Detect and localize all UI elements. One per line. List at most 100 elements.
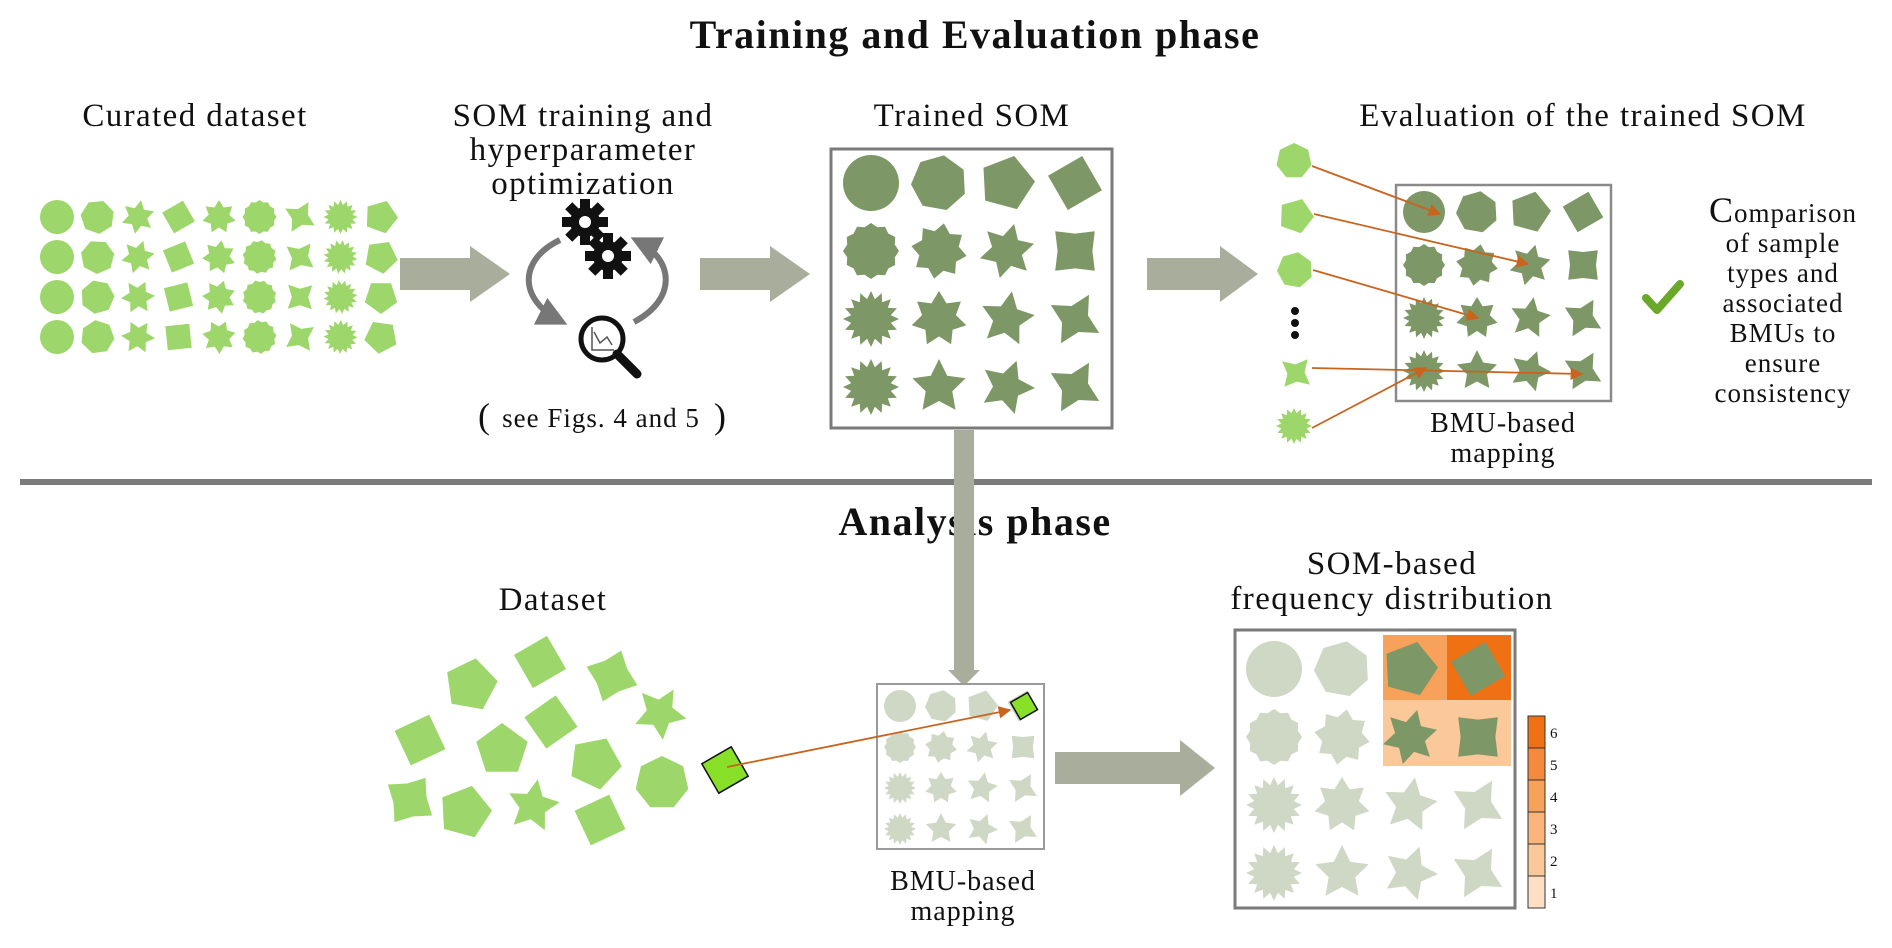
frequency-som-grid [1246,641,1505,901]
sample-shape [476,723,528,772]
ellipsis-dots [1291,307,1299,339]
som-node [1403,244,1445,286]
dataset-scatter [387,635,750,846]
sample-shape [81,320,115,354]
sample-shape [524,695,578,749]
som-node [1562,191,1604,233]
som-node [1512,351,1551,392]
som-node [983,156,1035,210]
sample-shape [1276,408,1312,444]
sample-shape [366,201,398,234]
sample-shape [165,323,192,351]
comparison-line-5: BMUs to [1730,318,1837,348]
sample-shape [40,320,74,354]
som-node [1246,709,1302,765]
sample-shape [202,200,236,233]
som-node [1050,362,1100,412]
sample-shape [635,689,687,740]
som-freq-label-1: SOM-based [1307,546,1477,582]
frequency-colorbar: 6 5 4 3 2 1 [1527,715,1558,909]
sample-shape [513,635,567,689]
sample-shape [121,240,155,274]
som-node [925,731,957,763]
sample-shape [122,200,154,234]
sample-shape [242,320,277,354]
som-node [1048,156,1102,210]
som-node [843,155,899,211]
som-node [968,814,998,845]
sample-shape [574,794,626,846]
som-training-label-3: optimization [491,166,675,202]
som-node [967,772,998,803]
som-node [1055,231,1095,271]
dataset-label: Dataset [499,582,608,618]
som-node [1246,845,1302,901]
som-node [983,360,1035,414]
mapping-arrow [1312,269,1480,321]
bmu-mapping-top-2: mapping [1451,438,1556,469]
sample-shape [202,280,235,314]
som-node [911,291,967,345]
sample-shape [242,200,277,234]
evaluation-samples [1276,143,1314,444]
sample-shape [80,201,114,234]
comparison-line-7: consistency [1715,378,1852,408]
mapping-som-grid [884,690,1039,845]
som-node [1511,297,1551,337]
som-node [925,690,956,722]
som-node [1050,294,1100,344]
sample-shape [364,283,398,314]
check-icon [1642,280,1684,314]
sample-shape [202,321,236,354]
sample-shape [323,280,358,314]
highlighted-sample [700,745,750,795]
sample-shape [323,200,358,234]
som-node [1386,642,1438,696]
som-node [982,291,1035,345]
som-node [925,772,957,803]
arrow-to-trained-som [700,246,810,302]
bmu-highlight [1009,691,1039,721]
colorbar-tick: 4 [1550,790,1558,806]
som-node [1568,250,1598,280]
evaluation-label: Evaluation of the trained SOM [1359,98,1807,134]
training-cycle [525,199,669,379]
sample-shape [286,323,314,351]
see-figs-label: see Figs. 4 and 5 [502,403,700,433]
som-node [884,731,916,763]
som-training-label-2: hyperparameter [470,132,697,168]
sample-shape [1282,359,1310,387]
sample-shape [571,738,622,790]
som-node [911,223,967,279]
comparison-line-1: Comparison [1709,190,1857,230]
sample-shape [387,777,433,823]
magnifier-chart-icon [578,315,642,379]
som-node [1453,780,1503,830]
bmu-mapping-top-1: BMU-based [1430,408,1576,439]
som-node [1383,710,1437,764]
sample-shape [323,240,358,274]
gear-icon [585,233,631,279]
sample-shape [40,240,74,274]
som-node [1564,299,1602,337]
sample-shape [285,202,315,232]
sample-shape [286,243,314,271]
sample-shape [364,322,397,354]
sample-shape [365,242,398,274]
comparison-text: Comparison of sample types and associate… [1709,190,1857,408]
som-training-label-1: SOM training and [453,98,714,134]
sample-shape [1277,252,1312,288]
sample-shape [40,200,74,234]
som-node [1509,244,1551,286]
colorbar-tick: 1 [1550,886,1558,902]
comparison-line-3: types and [1727,258,1839,288]
paren-right: ) [714,396,726,436]
sample-shape [162,200,195,234]
som-node [911,155,965,210]
som-node [1456,191,1497,233]
som-node [1403,297,1445,339]
curated-dataset-label: Curated dataset [82,98,307,134]
som-node [912,359,966,410]
som-node [1458,717,1498,757]
